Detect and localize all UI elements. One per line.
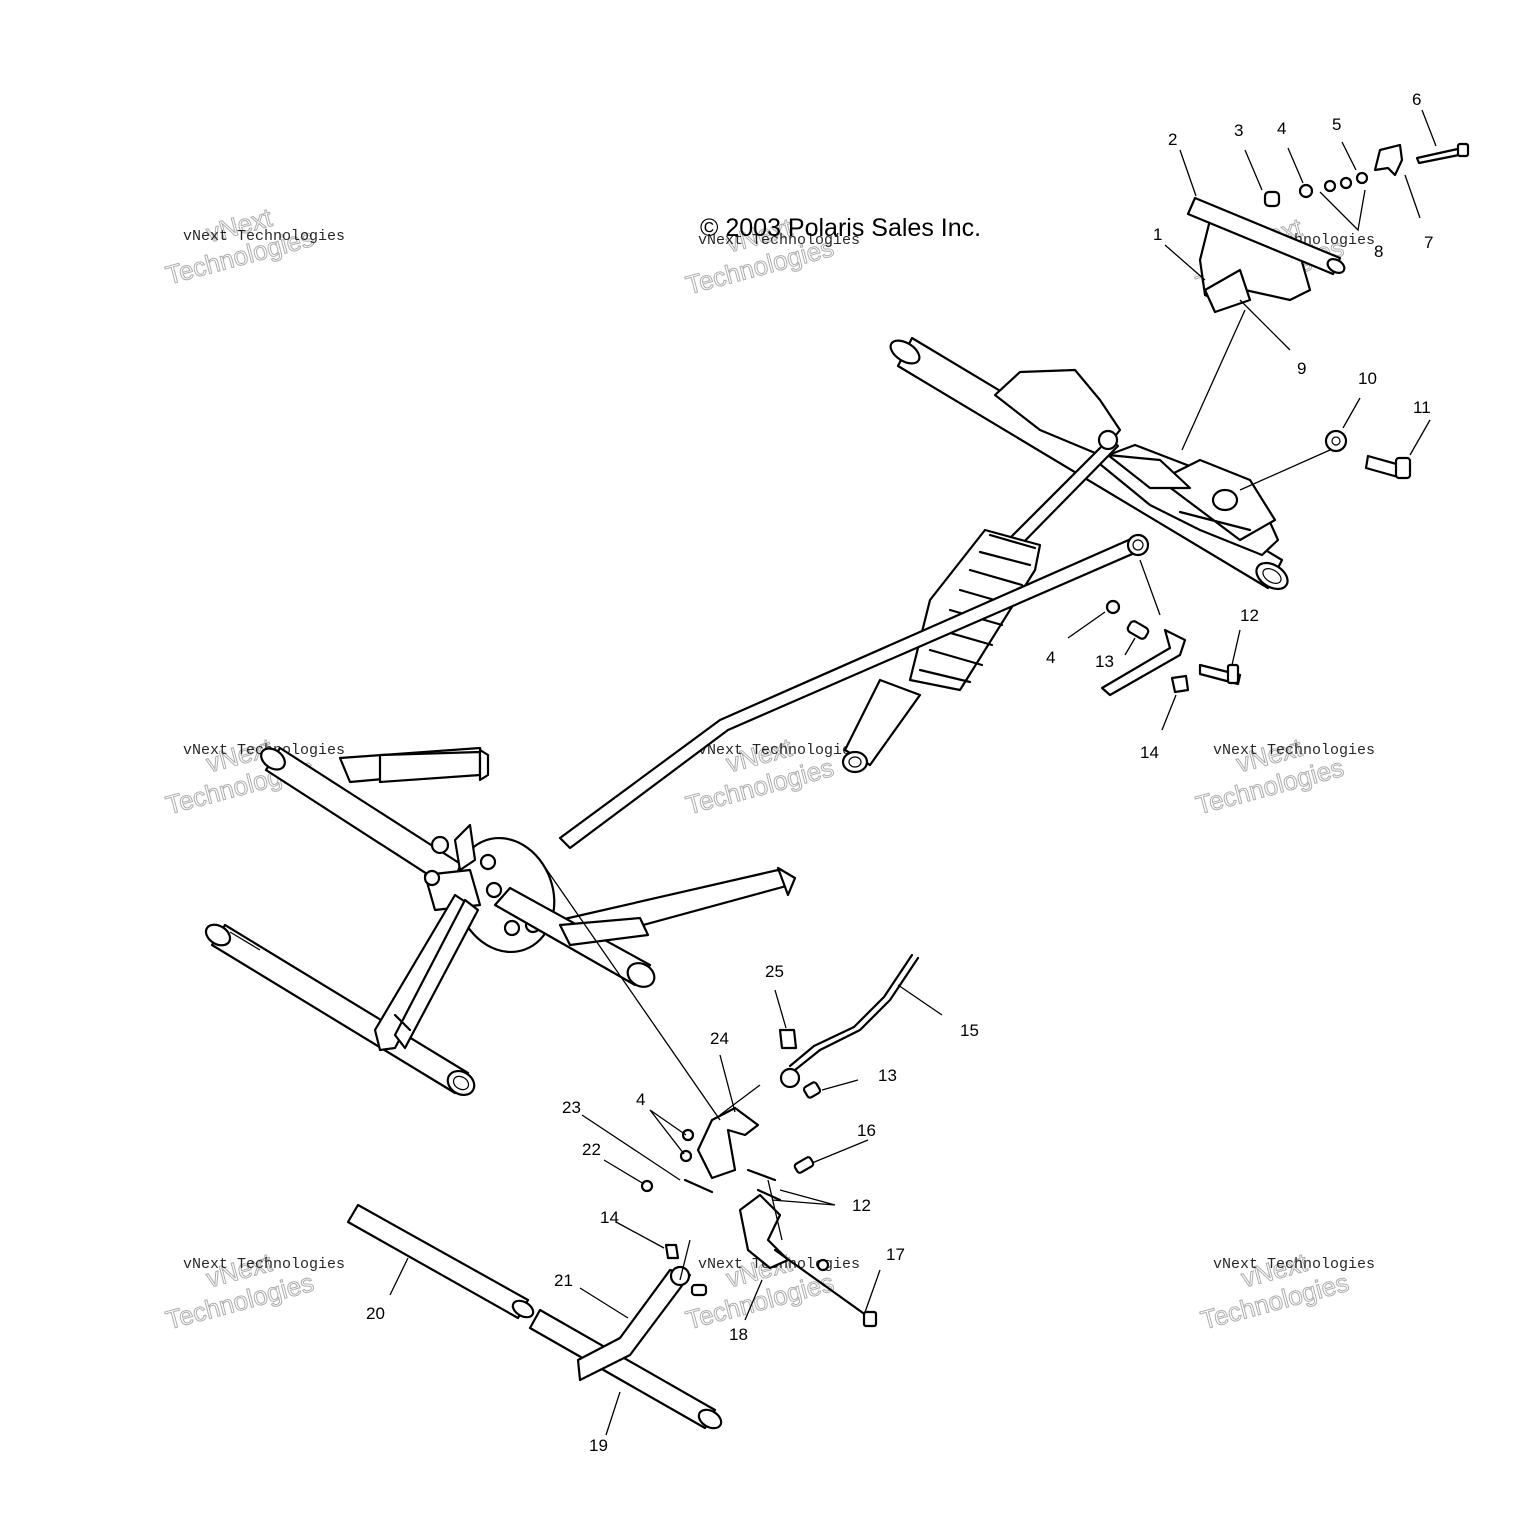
rear-scissor-arms (373, 893, 480, 1052)
shock-absorber (841, 429, 1120, 774)
callout-25: 25 (765, 962, 784, 981)
washer-part-a (1323, 179, 1337, 193)
callout-13: 13 (1095, 652, 1114, 671)
watermark-7: vNext Technologies (162, 1247, 317, 1336)
copyright-text: © 2003 Polaris Sales Inc. (700, 214, 981, 242)
nut-part (1298, 183, 1314, 199)
callout-16: 16 (857, 1121, 876, 1140)
left-rail-arm (338, 746, 490, 784)
callout-14: 14 (1140, 743, 1159, 762)
callout-13b: 13 (878, 1066, 897, 1085)
callout-1: 1 (1153, 225, 1162, 244)
watermark-2-small: vNext Technologies (698, 232, 860, 249)
nut-part-2 (1105, 599, 1121, 615)
wheel-axle-part (528, 1308, 717, 1430)
callout-19: 19 (589, 1436, 608, 1455)
callout-4b: 4 (1046, 648, 1055, 667)
callout-22: 22 (582, 1140, 601, 1159)
leader-lines (389, 109, 1437, 1436)
callout-4c: 4 (636, 1090, 645, 1109)
callout-20: 20 (366, 1304, 385, 1323)
watermark-7-small: vNext Technologies (183, 1256, 345, 1273)
spacer-part (1126, 620, 1150, 640)
callout-17: 17 (886, 1245, 905, 1264)
long-link-rod (558, 533, 1150, 850)
callout-21: 21 (554, 1271, 573, 1290)
watermark-5-small: vNext Technologies (698, 742, 860, 759)
grease-fitting-part (1170, 674, 1190, 694)
callout-6: 6 (1412, 90, 1421, 109)
clip-part (1373, 143, 1404, 177)
callout-9: 9 (1297, 359, 1306, 378)
watermark-6: vNext Technologies (1192, 732, 1347, 821)
mid-exploded-parts (1100, 599, 1242, 697)
tube-pin-part (1186, 196, 1342, 276)
callout-2: 2 (1168, 130, 1177, 149)
callouts: 1 2 3 4 5 6 7 8 9 10 11 12 4 13 14 25 15… (366, 90, 1433, 1455)
axle-tube-part (346, 1203, 530, 1320)
callout-14b: 14 (600, 1208, 619, 1227)
upper-mount-bracket (993, 368, 1280, 557)
callout-12: 12 (1240, 606, 1259, 625)
callout-3: 3 (1234, 121, 1243, 140)
callout-7: 7 (1424, 233, 1433, 252)
callout-8: 8 (1374, 242, 1383, 261)
arm-bracket-part (696, 1106, 760, 1180)
flange-nut-part (1324, 429, 1348, 453)
callout-23: 23 (562, 1098, 581, 1117)
grease-fitting-part-2 (778, 1028, 798, 1050)
link-end-part (1100, 628, 1187, 697)
callout-18: 18 (729, 1325, 748, 1344)
callout-15: 15 (960, 1021, 979, 1040)
watermark-9: vNext Technologies (1197, 1247, 1352, 1336)
watermark-6-small: vNext Technologies (1213, 742, 1375, 759)
watermark-group: vNext Technologies vNext Technologies vN… (162, 202, 1375, 1336)
center-shaft (493, 886, 656, 988)
bushing-part (1263, 190, 1281, 208)
washer-part-c (1355, 171, 1369, 185)
lower-exploded-parts (346, 953, 920, 1430)
watermark-9-small: vNext Technologies (1213, 1256, 1375, 1273)
callout-12b: 12 (852, 1196, 871, 1215)
callout-4: 4 (1277, 119, 1286, 138)
washer-part-b (1339, 176, 1353, 190)
watermark-1-small: vNext Technologies (183, 228, 345, 245)
upper-exploded-parts (1186, 142, 1470, 480)
callout-24: 24 (710, 1029, 729, 1048)
rear-suspension-assembly (204, 336, 1289, 1097)
callout-5: 5 (1332, 115, 1341, 134)
callout-10: 10 (1358, 369, 1377, 388)
callout-11: 11 (1413, 398, 1431, 417)
